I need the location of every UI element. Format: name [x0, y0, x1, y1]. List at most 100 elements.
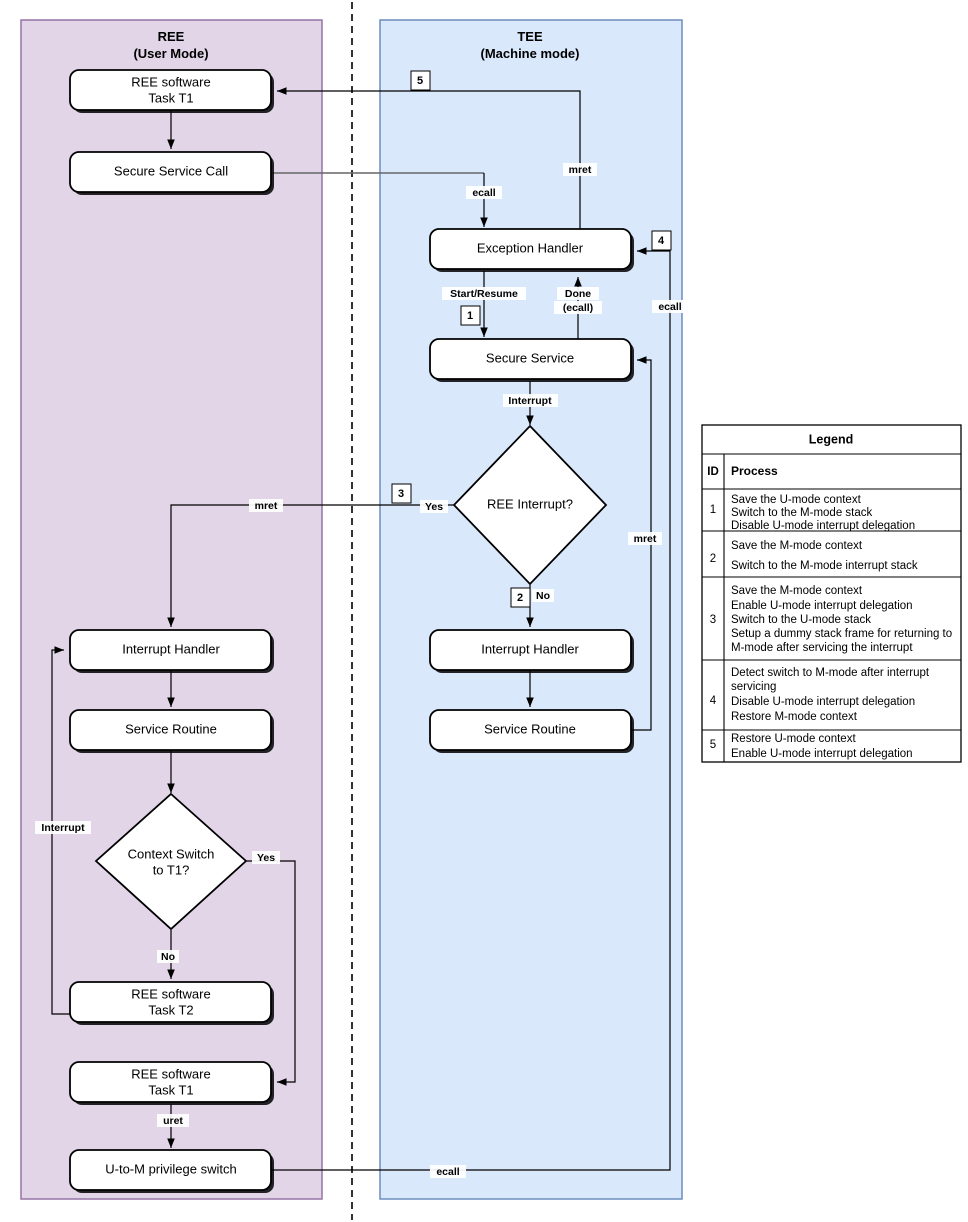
node-ree-task-t2[interactable]: REE software Task T2 — [69, 981, 274, 1025]
node-secure-service-call[interactable]: Secure Service Call — [69, 151, 274, 195]
node-exception-handler-label: Exception Handler — [477, 240, 584, 255]
legend-row-2: 2 Save the M-mode context Switch to the … — [710, 540, 918, 572]
legend-row-3-line-4: Setup a dummy stack frame for returning … — [731, 628, 952, 640]
legend-row-2-line-2: Switch to the M-mode interrupt stack — [731, 560, 918, 572]
label-start-resume: Start/Resume — [442, 287, 526, 300]
svg-text:5: 5 — [417, 75, 423, 87]
svg-text:ecall: ecall — [658, 301, 681, 313]
label-interrupt-ree: Interrupt — [35, 821, 91, 834]
legend-row-5-id: 5 — [710, 739, 716, 751]
legend-row-3-line-1: Save the M-mode context — [731, 585, 863, 597]
edge-decision-yes-mret-to-ree-ih — [167, 504, 455, 627]
svg-text:No: No — [161, 951, 175, 963]
step-badge-4: 4 — [651, 230, 672, 251]
legend-row-4: 4 Detect switch to M-mode after interrup… — [710, 667, 930, 723]
legend-row-2-line-1: Save the M-mode context — [731, 540, 863, 552]
label-ecall-right: ecall — [652, 300, 688, 313]
node-ree-task-t1-top-line1: REE software — [131, 74, 210, 89]
legend-row-1: 1 Save the U-mode context Switch to the … — [710, 494, 915, 532]
step-badge-3: 3 — [391, 483, 412, 504]
svg-text:mret: mret — [634, 533, 657, 545]
legend-title: Legend — [809, 432, 853, 446]
node-ree-service-routine[interactable]: Service Routine — [69, 709, 274, 753]
node-context-switch-decision[interactable]: Context Switch to T1? — [94, 792, 248, 931]
legend-col-process: Process — [731, 464, 778, 478]
label-yes-tee: Yes — [420, 500, 448, 513]
node-exception-handler[interactable]: Exception Handler — [429, 228, 634, 272]
label-mret-top: mret — [563, 163, 597, 176]
node-ree-interrupt-handler-label: Interrupt Handler — [122, 641, 220, 656]
label-uret: uret — [157, 1114, 189, 1127]
node-ree-interrupt-handler[interactable]: Interrupt Handler — [69, 629, 274, 673]
legend-row-4-line-4: Restore M-mode context — [731, 711, 858, 723]
label-interrupt-tee: Interrupt — [503, 394, 558, 407]
edge-mret-to-ree-t1 — [277, 87, 581, 229]
legend-row-4-line-3: Disable U-mode interrupt delegation — [731, 696, 915, 708]
node-secure-service-label: Secure Service — [486, 350, 574, 365]
node-ree-task-t2-line1: REE software — [131, 986, 210, 1001]
legend-row-3-id: 3 — [710, 614, 716, 626]
svg-text:mret: mret — [569, 164, 592, 176]
legend-row-1-id: 1 — [710, 504, 716, 516]
svg-text:Yes: Yes — [257, 852, 275, 864]
svg-text:3: 3 — [398, 488, 404, 500]
svg-text:Start/Resume: Start/Resume — [450, 288, 518, 300]
svg-text:Interrupt: Interrupt — [508, 395, 552, 407]
label-ecall-bottom: ecall — [430, 1165, 466, 1178]
svg-text:Yes: Yes — [425, 501, 443, 513]
legend-row-4-id: 4 — [710, 695, 717, 707]
legend-row-5: 5 Restore U-mode context Enable U-mode i… — [710, 733, 913, 760]
node-ree-task-t1-bottom[interactable]: REE software Task T1 — [69, 1061, 274, 1105]
node-ree-task-t1-bottom-line2: Task T1 — [148, 1082, 193, 1097]
tee-panel — [379, 19, 683, 1200]
legend-row-5-line-1: Restore U-mode context — [731, 733, 856, 745]
legend-row-3-line-3: Switch to the U-mode stack — [731, 614, 871, 626]
node-secure-service-call-label: Secure Service Call — [114, 163, 228, 178]
step-badge-1: 1 — [460, 305, 481, 326]
legend-outer-border — [701, 424, 962, 763]
node-u-to-m-privilege-switch-label: U-to-M privilege switch — [105, 1161, 236, 1176]
legend-row-1-line-1: Save the U-mode context — [731, 494, 862, 506]
ree-panel-subtitle: (User Mode) — [133, 46, 208, 61]
node-tee-interrupt-handler[interactable]: Interrupt Handler — [429, 629, 634, 673]
legend-row-4-line-2: servicing — [731, 681, 776, 693]
svg-text:uret: uret — [163, 1115, 183, 1127]
node-ree-task-t1-bottom-line1: REE software — [131, 1066, 210, 1081]
legend-row-1-line-3: Disable U-mode interrupt delegation — [731, 520, 915, 532]
tee-panel-subtitle: (Machine mode) — [481, 46, 580, 61]
legend-row-4-line-1: Detect switch to M-mode after interrupt — [731, 667, 930, 679]
label-mret-right: mret — [628, 532, 662, 545]
node-tee-service-routine[interactable]: Service Routine — [429, 709, 634, 753]
svg-text:ecall: ecall — [436, 1166, 459, 1178]
svg-text:2: 2 — [517, 592, 523, 604]
node-tee-interrupt-handler-label: Interrupt Handler — [481, 641, 579, 656]
svg-text:1: 1 — [467, 310, 473, 322]
label-yes-ree: Yes — [252, 851, 280, 864]
node-context-switch-decision-line1: Context Switch — [128, 846, 215, 861]
legend-table: Legend ID Process 1 Save the U-mode cont… — [701, 424, 962, 763]
svg-text:No: No — [536, 590, 550, 602]
tee-panel-title: TEE — [517, 29, 543, 44]
node-secure-service[interactable]: Secure Service — [429, 338, 634, 382]
svg-text:mret: mret — [255, 500, 278, 512]
node-tee-service-routine-label: Service Routine — [484, 721, 576, 736]
node-ree-task-t1-top[interactable]: REE software Task T1 — [69, 69, 274, 113]
node-u-to-m-privilege-switch[interactable]: U-to-M privilege switch — [69, 1149, 274, 1193]
node-context-switch-decision-line2: to T1? — [153, 862, 190, 877]
label-done-ecall: Done (ecall) — [554, 287, 602, 314]
legend-col-id: ID — [707, 466, 719, 478]
svg-text:4: 4 — [658, 235, 665, 247]
svg-text:Interrupt: Interrupt — [41, 822, 85, 834]
node-ree-task-t2-line2: Task T2 — [148, 1002, 193, 1017]
node-ree-interrupt-decision-label: REE Interrupt? — [487, 496, 573, 511]
legend-row-3: 3 Save the M-mode context Enable U-mode … — [710, 585, 952, 654]
node-ree-interrupt-decision[interactable]: REE Interrupt? — [452, 424, 608, 586]
label-ecall-top: ecall — [466, 186, 502, 199]
step-badge-2: 2 — [510, 587, 531, 608]
svg-text:(ecall): (ecall) — [563, 302, 593, 314]
label-mret-left: mret — [249, 499, 283, 512]
label-no-ree: No — [157, 950, 179, 963]
node-ree-task-t1-top-line2: Task T1 — [148, 90, 193, 105]
step-badge-5: 5 — [410, 70, 431, 91]
